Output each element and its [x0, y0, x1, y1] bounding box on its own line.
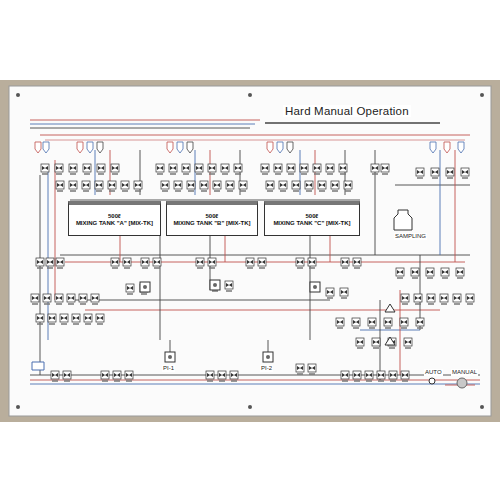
valve-symbols — [31, 164, 474, 381]
panel-title: Hard Manual Operation — [283, 105, 411, 117]
panel — [9, 86, 491, 416]
inlet-markers — [35, 142, 464, 153]
title-rule — [265, 122, 440, 124]
tank-label: 500ℓ — [170, 213, 254, 221]
indicator-lamps — [385, 304, 395, 345]
tank-box: 500ℓMIXING TANK "C" [MIX-TK] — [264, 201, 360, 236]
panel-label: PI-1 — [162, 365, 175, 372]
gauge-symbols — [140, 280, 320, 362]
panel-label: MANUAL — [451, 369, 478, 376]
drain-marker — [32, 362, 44, 370]
pipe-lines — [30, 120, 480, 385]
mode-switch — [457, 378, 467, 388]
tank-label: 500ℓ — [72, 213, 157, 221]
sampling-bottle — [394, 210, 412, 230]
panel-label: SAMPLING — [394, 233, 427, 240]
screw-holes — [16, 93, 484, 409]
board — [0, 80, 500, 422]
auto-lamp — [429, 378, 435, 384]
tank-label: MIXING TANK "A" [MIX-TK] — [72, 220, 157, 228]
tank-label: MIXING TANK "C" [MIX-TK] — [268, 220, 356, 228]
tank-label: MIXING TANK "B" [MIX-TK] — [170, 220, 254, 228]
tank-box: 500ℓMIXING TANK "A" [MIX-TK] — [68, 201, 161, 236]
panel-label: PI-2 — [260, 365, 273, 372]
panel-label: AUTO — [424, 369, 443, 376]
tank-label: 500ℓ — [268, 213, 356, 221]
tank-box: 500ℓMIXING TANK "B" [MIX-TK] — [166, 201, 258, 236]
